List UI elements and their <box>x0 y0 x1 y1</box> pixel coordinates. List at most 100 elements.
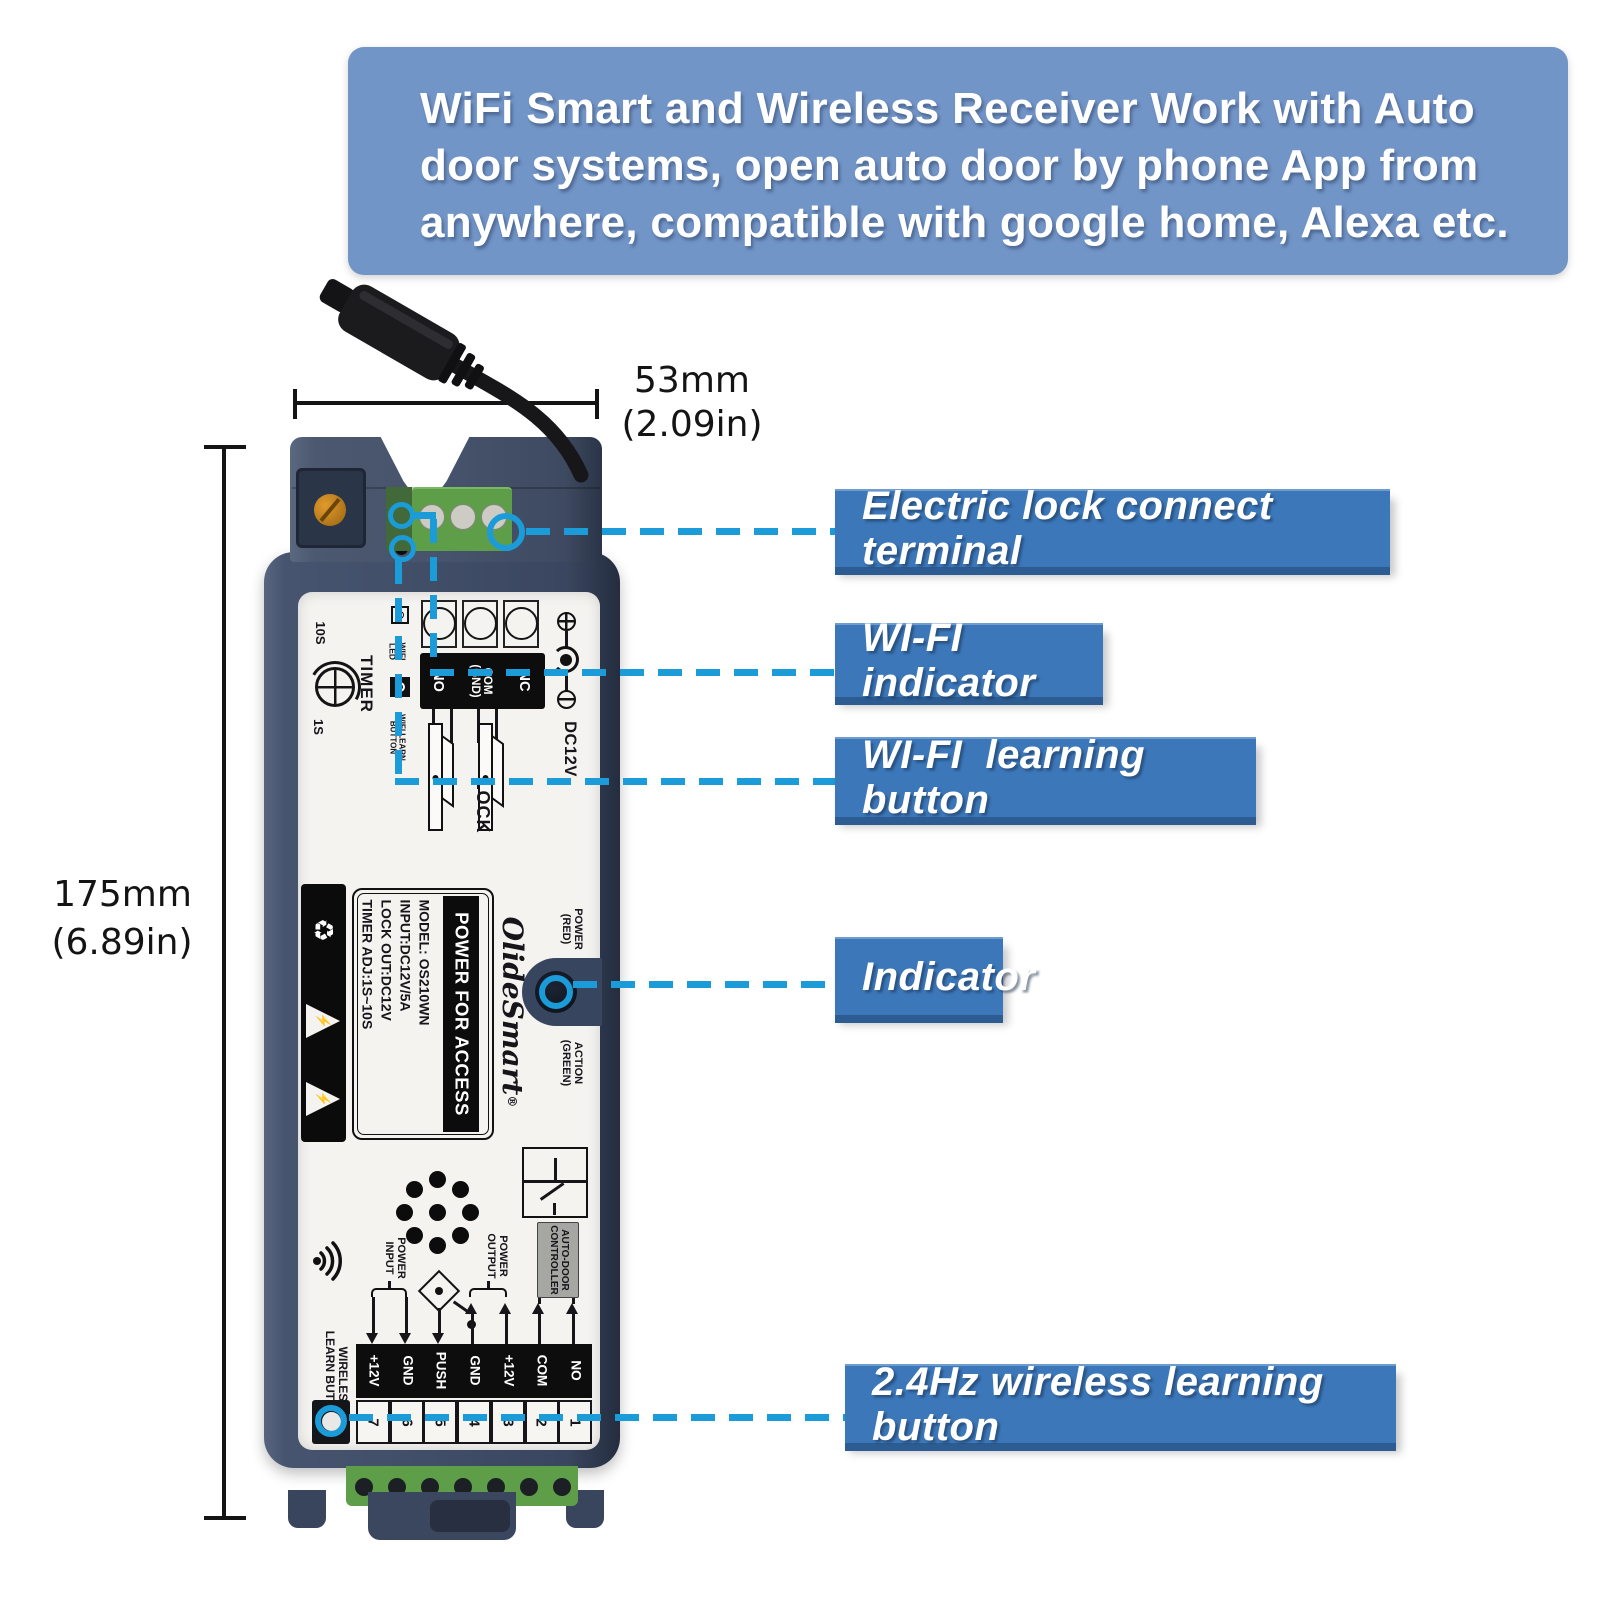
callout-electric-lock: Electric lock connect terminal <box>835 484 1390 573</box>
terminal-name: COM <box>534 1354 550 1387</box>
connector-electric-lock <box>526 528 837 535</box>
terminal-name: NO <box>568 1360 584 1381</box>
highlight-ring-wireless-learn <box>315 1405 347 1437</box>
lock-icon <box>428 723 454 831</box>
push-wire <box>438 1308 441 1333</box>
width-dimension-line <box>295 401 598 405</box>
arrow-down-icon <box>432 1333 444 1344</box>
headline-line: door systems, open auto door by phone Ap… <box>420 141 1479 190</box>
connector-wifi-led-vert <box>430 519 437 676</box>
arrow-up-icon <box>566 1303 578 1314</box>
headline-line: anywhere, compatible with google home, A… <box>420 198 1509 247</box>
minus-icon <box>557 690 576 709</box>
output-wire <box>505 1314 508 1344</box>
callout-label: Indicator <box>862 954 1036 999</box>
terminal-number-cell: 7 <box>356 1400 390 1444</box>
relay-symbol-tail <box>553 1203 556 1215</box>
width-dimension-tick-left <box>293 389 297 419</box>
highlight-ring-wifi-learn <box>389 535 416 562</box>
terminal-name: +12V <box>366 1354 382 1387</box>
lock-wire <box>495 709 498 743</box>
terminal-screw <box>487 1478 505 1496</box>
terminal-name: GND <box>467 1355 483 1386</box>
terminal-screw <box>421 1478 439 1496</box>
width-dimension-value: 53mm <box>634 360 750 401</box>
callout-wifi-learning-button: WI-FI learning button <box>835 733 1256 822</box>
connector-wifi-learn-vert <box>395 560 402 785</box>
callout-wireless-learning-button: 2.4Hz wireless learning button <box>845 1360 1396 1449</box>
connector-wifi-learn <box>395 778 837 785</box>
height-dimension-value: 175mm <box>53 874 192 915</box>
exit-button-dot <box>435 1287 443 1295</box>
highlight-ring-indicator <box>539 975 573 1009</box>
controller-wire <box>572 1314 575 1344</box>
action-led-label: ACTION(GREEN) <box>560 1039 584 1087</box>
spec-line: INPUT:DC12V/5A <box>397 899 414 1012</box>
terminal-number-cell: 3 <box>490 1400 525 1444</box>
speaker-grille <box>429 1204 446 1221</box>
height-dimension-line <box>222 447 226 1519</box>
relay-nc-label: NC <box>515 670 532 692</box>
controller-wire <box>572 1298 575 1304</box>
input-wire <box>372 1297 375 1333</box>
terminal-number-cell: 1 <box>558 1400 593 1444</box>
dc-jack-pin <box>560 654 572 666</box>
jack-wire <box>565 675 568 691</box>
recycle-icon: ♻ <box>308 917 339 943</box>
timer-max-label: 10S <box>312 621 328 645</box>
brand-logo: OlideSmart® <box>495 916 529 1108</box>
arrow-up-icon <box>499 1303 511 1314</box>
terminal-number-cell: 5 <box>423 1400 458 1444</box>
callout-label: WI-FI indicator <box>862 616 1036 705</box>
relay-terminal-box <box>420 653 545 709</box>
terminal-screw <box>388 1478 406 1496</box>
width-dimension-inches: (2.09in) <box>621 404 763 445</box>
arrow-up-icon <box>465 1303 477 1314</box>
screw-icon <box>423 607 456 640</box>
terminal-screw <box>454 1478 472 1496</box>
lock-icon <box>478 723 504 831</box>
headline-line: WiFi Smart and Wireless Receiver Work wi… <box>420 84 1475 133</box>
controller-wire <box>538 1298 541 1304</box>
output-wire <box>471 1314 474 1344</box>
callout-wifi-indicator: WI-FI indicator <box>835 616 1103 705</box>
wifi-signal-icon <box>313 1241 342 1281</box>
callout-label: Electric lock connect terminal <box>862 484 1285 573</box>
relay-symbol-stub <box>554 1158 557 1182</box>
terminal-screw <box>553 1478 571 1496</box>
highlight-ring-wifi-led <box>388 502 415 529</box>
timer-label: TIMER <box>357 655 377 713</box>
input-wire <box>405 1297 408 1333</box>
spec-line: MODEL: OS210WN <box>416 899 433 1026</box>
power-plug-icon <box>319 279 589 483</box>
lock-wire <box>450 709 453 743</box>
headline-banner: WiFi Smart and Wireless Receiver Work wi… <box>348 47 1568 275</box>
power-output-bracket <box>469 1288 507 1297</box>
connector-wifi-led-stub <box>412 512 436 519</box>
terminal-screw <box>520 1478 538 1496</box>
arrow-down-icon <box>366 1333 378 1344</box>
power-led-label: POWER(RED) <box>560 908 584 950</box>
spec-line: TIMER ADJ:1S~10S <box>359 899 376 1030</box>
connector-indicator <box>573 981 837 988</box>
timer-min-label: 1S <box>310 719 326 735</box>
product-title-banner <box>443 896 479 1132</box>
spec-box-inner-border <box>357 893 489 1135</box>
screw-icon <box>505 607 538 640</box>
callout-label: WI-FI learning button <box>862 733 1157 822</box>
power-input-bracket <box>371 1288 407 1297</box>
callout-label: 2.4Hz wireless learning button <box>872 1359 1336 1449</box>
height-dimension-tick-bottom <box>204 1516 246 1520</box>
lock-label: LOCK <box>472 778 493 834</box>
terminal-name: +12V <box>501 1354 517 1387</box>
arrow-up-icon <box>532 1303 544 1314</box>
terminal-screw <box>355 1478 373 1496</box>
connector-wireless-learn <box>349 1414 845 1421</box>
terminal-screw[interactable] <box>450 504 476 530</box>
product-title: POWER FOR ACCESS <box>451 912 473 1116</box>
bracket-nub <box>388 1281 391 1288</box>
auto-door-controller-box <box>537 1222 579 1298</box>
